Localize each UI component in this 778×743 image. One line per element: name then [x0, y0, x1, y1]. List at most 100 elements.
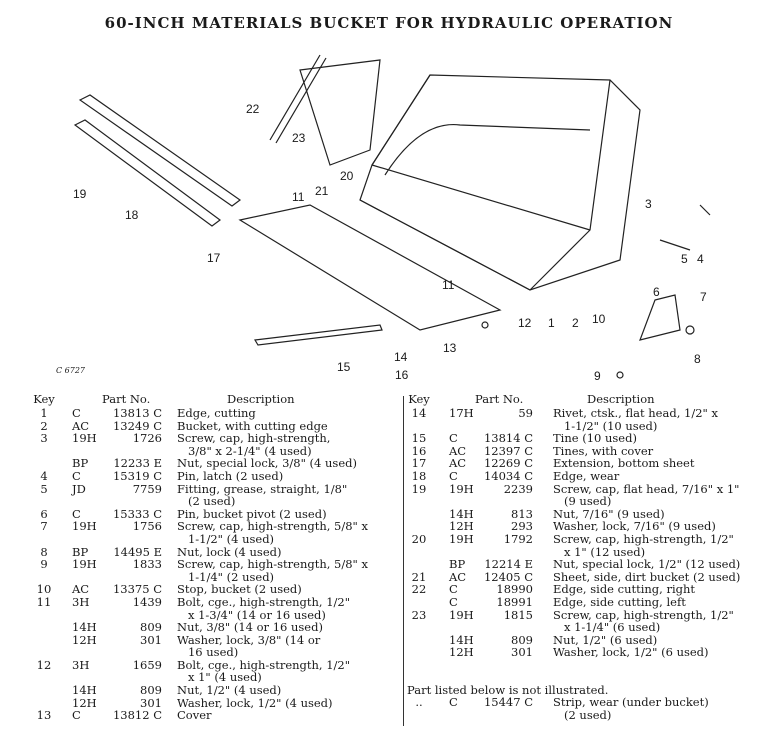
key-cell: 19	[411, 481, 427, 496]
part-header: Part No.	[475, 392, 524, 406]
part-number-cell: 14034 C	[483, 468, 533, 483]
not-illustrated-note: Part listed below is not illustrated.	[407, 683, 609, 697]
description-cell: Pin, bucket pivot (2 used)	[177, 506, 327, 521]
key-cell: 6	[40, 506, 48, 521]
prefix-cell: AC	[449, 456, 467, 471]
key-cell: 12	[36, 657, 52, 672]
prefix-cell: AC	[449, 569, 467, 584]
part-number-cell: 301	[140, 695, 162, 710]
description-header: Description	[587, 392, 655, 406]
description-cell: Screw, cap, high-strength, 1/2"	[553, 607, 734, 622]
part-number-cell: 12214 E	[484, 557, 533, 572]
callout-10: 10	[592, 312, 606, 326]
part-number-cell: 1659	[132, 657, 162, 672]
table-row: x 1" (12 used)	[407, 544, 777, 559]
table-header: Key Part No. Description	[407, 393, 777, 407]
part-number-cell: 809	[511, 632, 533, 647]
prefix-cell: 12H	[449, 519, 474, 534]
part-number-cell: 12233 E	[113, 456, 162, 471]
description-cell: 1-1/2" (4 used)	[177, 531, 275, 546]
callout-21: 21	[315, 184, 329, 198]
prefix-cell: AC	[72, 418, 90, 433]
prefix-cell: 12H	[72, 695, 97, 710]
part-number-cell: 809	[140, 620, 162, 635]
key-cell: 4	[40, 468, 48, 483]
key-cell: 1	[40, 406, 48, 420]
key-cell: 8	[40, 544, 48, 559]
prefix-cell: 17H	[449, 406, 474, 420]
part-number-cell: 301	[140, 632, 162, 647]
description-header: Description	[227, 392, 295, 406]
bucket-drawing	[299, 59, 641, 291]
table-row: 3/8" x 2-1/4" (4 used)	[32, 445, 402, 458]
prefix-cell: JD	[72, 481, 86, 496]
description-cell: Nut, special lock, 1/2" (12 used)	[553, 557, 741, 572]
description-cell: Nut, 3/8" (14 or 16 used)	[177, 620, 323, 635]
part-number-cell: 13375 C	[112, 582, 162, 597]
description-cell: Extension, bottom sheet	[553, 456, 695, 471]
description-cell: Bolt, cge., high-strength, 1/2"	[177, 594, 351, 609]
key-cell: 16	[411, 443, 427, 458]
callout-6: 6	[653, 285, 660, 299]
description-cell: 1-1/2" (10 used)	[553, 418, 658, 433]
key-cell: 2	[40, 418, 48, 433]
part-number-cell: 15333 C	[112, 506, 162, 521]
part-number-cell: 15319 C	[112, 468, 162, 483]
description-cell: x 1" (12 used)	[553, 544, 646, 559]
description-cell: Washer, lock, 1/2" (4 used)	[177, 695, 333, 710]
description-cell: Nut, lock (4 used)	[177, 544, 282, 559]
description-cell: Edge, wear	[553, 468, 620, 483]
part-number-cell: 293	[511, 519, 533, 534]
prefix-cell: 19H	[72, 519, 97, 534]
prefix-cell: BP	[449, 557, 466, 572]
prefix-cell: AC	[72, 582, 90, 597]
part-header: Part No.	[102, 392, 151, 406]
key-cell: 7	[40, 519, 48, 534]
callout-14: 14	[394, 350, 408, 364]
part-number-cell: 13813 C	[112, 406, 162, 420]
table-row: (9 used)	[407, 495, 777, 508]
callout-3: 3	[645, 197, 652, 211]
key-cell: 17	[411, 456, 427, 471]
prefix-cell: BP	[72, 456, 89, 471]
description-cell: Nut, 1/2" (4 used)	[177, 683, 282, 698]
callout-4: 4	[697, 252, 704, 266]
description-cell: Screw, cap, high-strength, 1/2"	[553, 531, 734, 546]
description-cell: Tines, with cover	[553, 443, 654, 458]
tines-cover-drawing	[238, 204, 502, 346]
table-row: BP 12214 E Nut, special lock, 1/2" (12 use…	[407, 558, 777, 571]
description-cell: Washer, lock, 3/8" (14 or	[177, 632, 321, 647]
table-row: x 1-3/4" (14 or 16 used)	[32, 608, 402, 622]
key-cell: 3	[40, 431, 48, 446]
callout-20: 20	[340, 169, 354, 183]
callout-13: 13	[443, 341, 457, 355]
key-cell: 23	[411, 607, 427, 622]
callout-18: 18	[125, 208, 139, 222]
prefix-cell: 14H	[449, 506, 474, 521]
part-number-cell: 18991	[496, 594, 533, 609]
callout-9: 9	[594, 369, 601, 383]
part-number-cell: 13814 C	[483, 431, 533, 446]
table-header: Key Part No. Description	[32, 393, 402, 407]
